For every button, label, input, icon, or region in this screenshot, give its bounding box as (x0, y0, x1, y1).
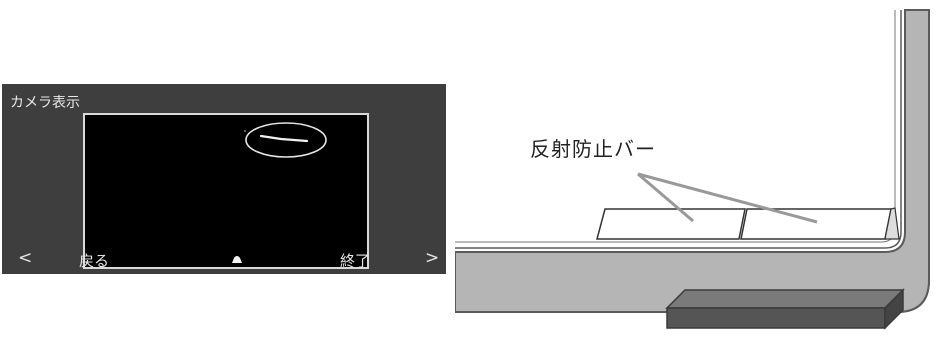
anti-reflection-bar-left (596, 208, 746, 240)
next-button[interactable]: > (425, 248, 440, 268)
anti-reflection-bar-right (740, 208, 892, 240)
end-button[interactable]: 終了 (340, 252, 371, 270)
board-frame (454, 9, 930, 313)
highlight-ellipse (245, 122, 327, 158)
pen-tray-top (665, 289, 905, 309)
leader-line-left (637, 172, 694, 223)
speck (244, 130, 246, 132)
back-button[interactable]: 戻る (79, 252, 110, 270)
prev-button[interactable]: < (18, 248, 33, 268)
whiteboard-illustration (454, 0, 952, 333)
panel-title: カメラ表示 (10, 95, 80, 111)
whiteboard-drawing (454, 9, 930, 330)
anti-reflection-bar-label: 反射防止バー (530, 137, 656, 161)
pen-blob (232, 256, 242, 263)
camera-image (232, 122, 327, 263)
pen-tray-front (666, 307, 886, 329)
reflection-streak (259, 134, 309, 143)
leader-line-right (637, 172, 818, 224)
camera-display-panel: カメラ表示 < 戻る 終了 > (2, 84, 446, 274)
camera-view (83, 113, 369, 269)
